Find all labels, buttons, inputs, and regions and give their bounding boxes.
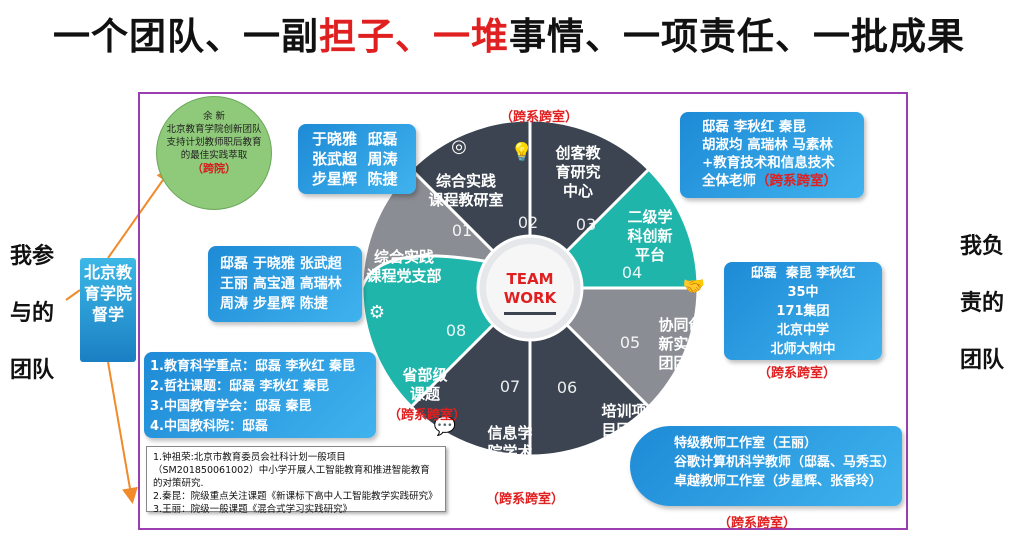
center-label-work: WORK [504, 289, 558, 307]
red-tag-08: （跨系跨室） [388, 408, 467, 423]
right-label-line: 团队 [959, 348, 1004, 373]
team-box-02: 于晓雅 邸磊 张武超 周涛 步星辉 陈捷 [298, 124, 416, 194]
left-label-line: 团队 [9, 358, 54, 383]
gear-head-icon: ⚙ [369, 302, 385, 323]
chat-icon: 💬 [434, 415, 456, 437]
petal-number-04: 04 [622, 263, 642, 282]
diagram-frame [138, 92, 908, 530]
petal-label-06: 培训项目团队 [601, 402, 647, 439]
team-box-08: 1.教育科学重点：邸磊 李秋红 秦昆 2.哲社课题：邸磊 李秋红 秦昆 3.中国… [144, 352, 376, 438]
right-label-line: 我负 [959, 234, 1004, 259]
red-tag-03: （跨系跨室） [500, 110, 579, 125]
petal-number-08: 08 [446, 321, 466, 340]
red-tag-05: （跨系跨室） [758, 366, 837, 381]
center-label-team: TEAM [506, 270, 553, 288]
circle-note-tag: （跨院） [192, 162, 236, 175]
team-box-01: 邸磊 于晓雅 张武超 王丽 高宝通 高瑞林 周涛 步星辉 陈捷 [208, 246, 362, 322]
center-circle-inner [486, 244, 574, 332]
petal-label-01: 综合实践课程党支部 [366, 248, 441, 285]
petal-number-03: 03 [576, 215, 596, 234]
title-part3: 事情、一项责任、一批成果 [509, 15, 965, 58]
lightbulb-icon: 💡 [511, 141, 533, 163]
circle-note-text: 北京教育学院创新团队支持计划教师职后教育的最佳实践萃取 [166, 124, 262, 161]
right-label-line: 责的 [959, 291, 1004, 316]
petal-number-05: 05 [620, 333, 640, 352]
petal-label-04: 二级学科创新平台 [627, 208, 672, 264]
petal-label-03: 创客教育研究中心 [554, 144, 601, 200]
team-box-03-text: 邸磊 李秋红 秦昆 胡淑均 高瑞林 马素林 +教育技术和信息技术 全体老师 [702, 119, 835, 189]
left-label: 我参 与的 团队 [2, 228, 62, 399]
clock-icon: ⏱ [657, 390, 671, 411]
team-box-06: 特级教师工作室（王丽） 谷歌计算机科学教师（邸磊、马秀玉） 卓越教师工作室（步星… [630, 426, 902, 506]
circle-note: 余 新 北京教育学院创新团队支持计划教师职后教育的最佳实践萃取 （跨院） [156, 96, 272, 210]
petal-label-07: 信息学院学术委员会 [487, 424, 532, 480]
title-part1: 一个团队、一副 [53, 15, 319, 58]
left-label-line: 我参 [9, 244, 54, 269]
circle-note-name: 余 新 [202, 111, 226, 122]
petal-number-06: 06 [557, 378, 577, 397]
petal-label-05: 协同创新实验团团长 [658, 316, 704, 372]
team-box-03-tag: （跨系跨室） [756, 173, 837, 189]
org-box: 北京教育学院督学 [80, 258, 136, 362]
team-box-03: 邸磊 李秋红 秦昆 胡淑均 高瑞林 马素林 +教育技术和信息技术 全体老师（跨系… [680, 112, 864, 198]
petal-label-08: 省部级课题 [401, 366, 448, 403]
project-note: 1.钟祖荣:北京市教育委员会社科计划一般项目 （SM201850061002）中… [146, 446, 446, 515]
title-part2: 担子、一堆 [319, 15, 509, 58]
petal-label-02: 综合实践课程教研室 [428, 172, 503, 209]
page-title: 一个团队、一副担子、一堆事情、一项责任、一批成果 [0, 6, 1018, 60]
left-label-line: 与的 [9, 301, 54, 326]
center-underline [504, 312, 556, 315]
petal-number-01: 01 [452, 221, 472, 240]
petal-number-02: 02 [518, 213, 538, 232]
envelope-icon: ✉ [541, 452, 556, 473]
red-tag-06: （跨系跨室） [718, 516, 797, 531]
team-box-05: 邸磊 秦昆 李秋红 35中 171集团 北京中学 北师大附中 [724, 262, 882, 360]
target-icon: ◎ [451, 136, 467, 157]
red-tag-07: （跨系跨室） [486, 492, 565, 507]
petal-number-07: 07 [500, 377, 520, 396]
right-label: 我负 责的 团队 [952, 218, 1012, 389]
handshake-icon: 🤝 [683, 276, 705, 297]
